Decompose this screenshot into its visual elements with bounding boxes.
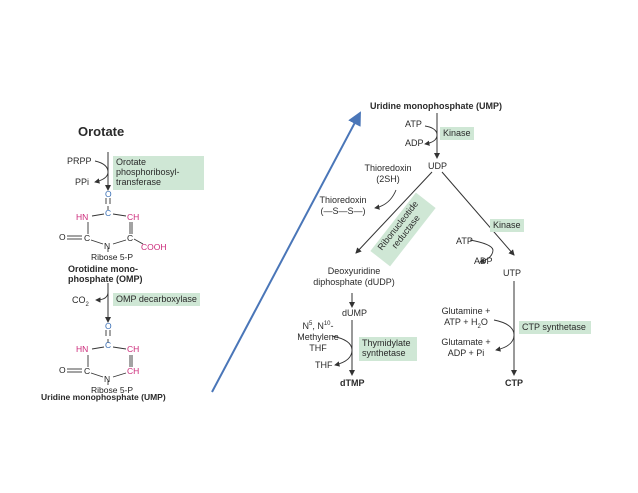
prpp-label: PRPP	[67, 156, 92, 166]
co2-subscript: 2	[85, 301, 89, 308]
co2-text: CO	[72, 295, 86, 305]
methylene-thf-label: N5, N10- Methylene THF	[289, 319, 347, 354]
co2-label: CO2	[72, 295, 89, 311]
sup-10: 10	[323, 321, 331, 327]
atp-label: ATP	[456, 236, 473, 246]
orotate-title: Orotate	[78, 124, 125, 139]
connector-arrow	[211, 111, 361, 393]
dudp-line: diphosphate (dUDP)	[313, 277, 395, 287]
atom-n: N	[104, 374, 111, 384]
dtmp-label: dTMP	[340, 378, 365, 388]
atom-n: N	[104, 241, 111, 251]
enzyme-kinase: Kinase	[440, 127, 474, 140]
atom-c: C	[105, 208, 112, 218]
thioredoxin-ss: Thioredoxin (—S—S—)	[315, 195, 371, 217]
ctp-label: CTP	[505, 378, 523, 388]
enzyme-line: transferase	[116, 177, 162, 187]
atom-ch: CH	[127, 366, 140, 376]
dudp-line: Deoxyuridine	[327, 266, 381, 276]
atom-hn: HN	[76, 344, 89, 354]
omp-label-line: phosphate (OMP)	[68, 274, 143, 284]
atom-o: O	[105, 321, 112, 331]
adp-label: ADP	[474, 256, 493, 266]
enzyme-omp-decarboxylase: OMP decarboxylase	[113, 293, 200, 306]
atom-ch: CH	[127, 212, 140, 222]
ribose-label: Ribose 5-P	[91, 252, 134, 262]
dudp-label: Deoxyuridine diphosphate (dUDP)	[312, 266, 396, 288]
sup-5: 5	[308, 321, 313, 327]
utp-label: UTP	[503, 268, 521, 278]
glutamine-label: Glutamine + ATP + H2O	[436, 306, 496, 333]
atom-cooh: COOH	[141, 242, 167, 252]
methylene-thf-line: Methylene	[297, 332, 339, 342]
atom-c: C	[84, 233, 91, 243]
glutamine-line: Glutamine +	[441, 306, 491, 316]
atp-label: ATP	[405, 119, 422, 129]
atom-o: O	[105, 189, 112, 199]
atom-o: O	[59, 365, 66, 375]
enzyme-ctp-synthetase: CTP synthetase	[519, 321, 591, 334]
omp-label: Orotidine mono- phosphate (OMP)	[68, 264, 143, 284]
enzyme-line: synthetase	[362, 348, 406, 358]
atom-c: C	[127, 233, 134, 243]
thioredoxin-line: (2SH)	[376, 174, 400, 184]
thioredoxin-2sh: Thioredoxin (2SH)	[358, 163, 418, 185]
ribose-label: Ribose 5-P	[91, 385, 134, 395]
methylene-thf-line: THF	[309, 343, 327, 353]
glutamate-line: Glutamate +	[441, 337, 491, 347]
ppi-label: PPi	[75, 177, 90, 187]
h2o-o: O	[480, 317, 488, 327]
glutamate-line: ADP + Pi	[447, 348, 485, 358]
h2o-subscript: 2	[477, 323, 481, 330]
methylene-thf-line: N5, N10-	[289, 319, 347, 332]
dump-label: dUMP	[342, 308, 368, 318]
atom-c: C	[84, 366, 91, 376]
thf-label: THF	[315, 360, 333, 370]
thioredoxin-line: Thioredoxin	[319, 195, 367, 205]
atp-h2o: ATP + H	[444, 317, 478, 327]
enzyme-orotate-phosphoribosyltransferase: Orotate phosphoribosyl- transferase	[113, 156, 204, 190]
omp-label-line: Orotidine mono-	[68, 264, 138, 274]
glutamate-label: Glutamate + ADP + Pi	[436, 337, 496, 359]
enzyme-line: phosphoribosyl-	[116, 167, 180, 177]
ump-label: Uridine monophosphate (UMP)	[41, 392, 166, 402]
atom-hn: HN	[76, 212, 89, 222]
atom-c: C	[105, 340, 112, 350]
udp-label: UDP	[428, 161, 448, 171]
methylene-comma-n: , N	[312, 321, 324, 331]
atom-o: O	[59, 232, 66, 242]
enzyme-line: Thymidylate	[362, 338, 411, 348]
glutamine-line: ATP + H2O	[436, 317, 496, 333]
methylene-dash: -	[330, 321, 334, 331]
enzyme-thymidylate-synthetase: Thymidylate synthetase	[359, 337, 417, 361]
ump-top-label: Uridine monophosphate (UMP)	[370, 101, 502, 111]
thioredoxin-line: (—S—S—)	[320, 206, 366, 216]
thioredoxin-line: Thioredoxin	[364, 163, 412, 173]
enzyme-kinase: Kinase	[490, 219, 524, 232]
methylene-n: N	[302, 321, 309, 331]
enzyme-line: Orotate	[116, 157, 147, 167]
atom-ch: CH	[127, 344, 140, 354]
adp-label: ADP	[405, 138, 424, 148]
